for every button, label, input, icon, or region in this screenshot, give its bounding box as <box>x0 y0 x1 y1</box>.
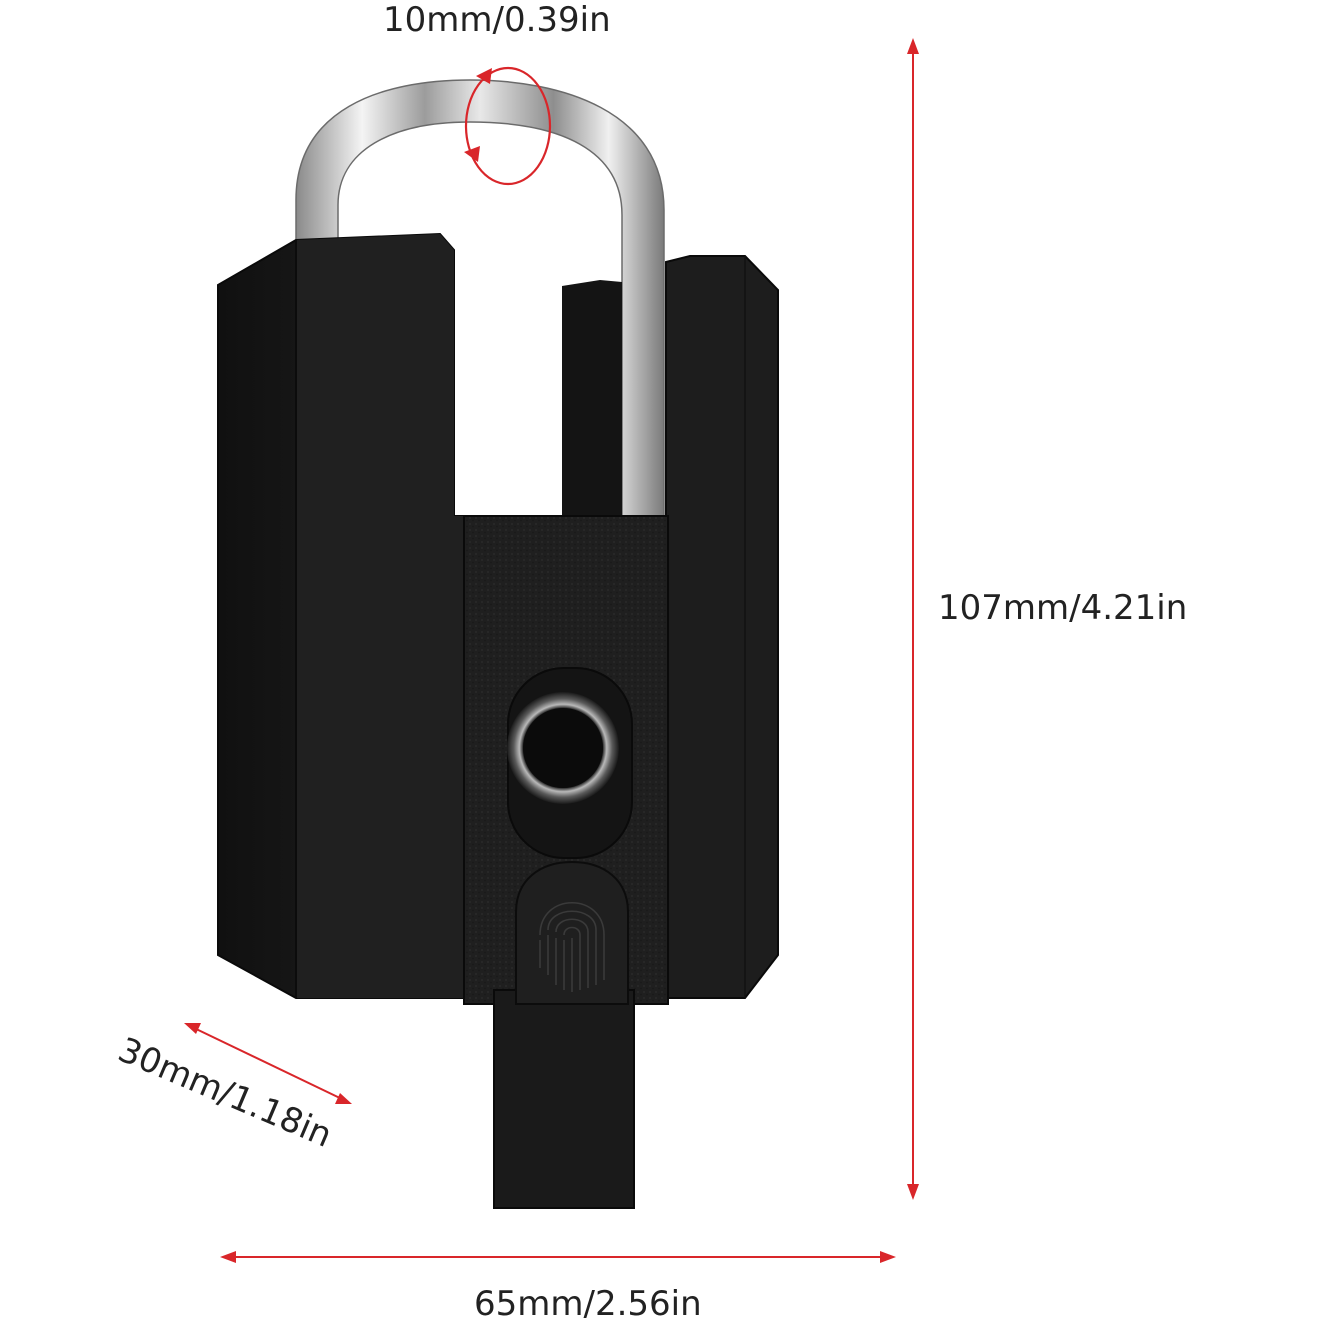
width-label: 65mm/2.56in <box>474 1284 702 1324</box>
fingerprint-icon <box>539 902 605 992</box>
height-label: 107mm/4.21in <box>938 588 1188 628</box>
fingerprint-tab <box>493 860 635 1209</box>
shackle-diameter-indicator <box>464 66 552 186</box>
height-dimension-arrow <box>907 38 919 1200</box>
fingerprint-sensor-icon <box>507 667 633 859</box>
lock-body <box>217 232 779 1005</box>
shackle <box>295 79 665 526</box>
width-dimension-arrow <box>220 1251 896 1263</box>
depth-dimension-arrow <box>184 1023 352 1104</box>
shackle-diameter-label: 10mm/0.39in <box>383 0 611 40</box>
